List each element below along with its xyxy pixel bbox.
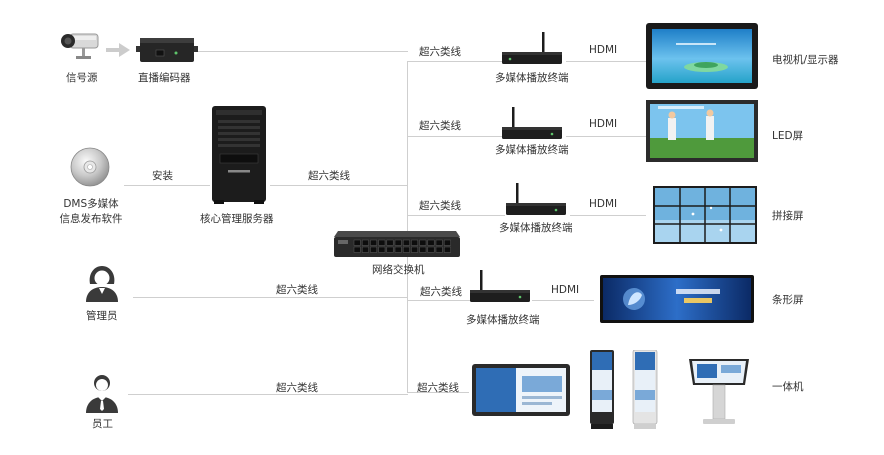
bar-screen-label: 条形屏 (772, 294, 804, 306)
player-label-4: 多媒体播放终端 (466, 314, 540, 326)
video-wall-icon (653, 186, 757, 244)
media-player-icon-1 (500, 32, 564, 68)
line-trunk-aio (407, 392, 469, 393)
line-hdmi-3 (570, 215, 646, 216)
edge-label-cat6-5: 超六类线 (417, 382, 459, 394)
disc-icon (70, 147, 110, 187)
core-server-label: 核心管理服务器 (200, 213, 274, 225)
media-player-icon-2 (500, 107, 564, 143)
line-trunk-player1 (407, 61, 502, 62)
player-label-3: 多媒体播放终端 (499, 222, 573, 234)
line-admin-trunk (133, 297, 408, 298)
server-tower-icon (210, 104, 268, 206)
media-player-icon-4 (468, 270, 532, 306)
line-server-switch (270, 185, 408, 186)
line-software-server (124, 185, 210, 186)
line-staff-trunk (128, 394, 408, 395)
live-encoder-label: 直播编码器 (138, 72, 191, 84)
edge-label-cat6-2: 超六类线 (419, 120, 461, 132)
player-label-2: 多媒体播放终端 (495, 144, 569, 156)
led-screen-icon (646, 100, 758, 162)
edge-label-cat6-1: 超六类线 (419, 46, 461, 58)
line-main-trunk (407, 61, 408, 393)
edge-label-cat6-4: 超六类线 (420, 286, 462, 298)
standing-kiosk-icon-1 (589, 350, 615, 430)
tv-display-icon (646, 23, 758, 89)
encoder-icon (136, 36, 198, 66)
staff-label: 员工 (92, 418, 113, 430)
all-in-one-label: 一体机 (772, 381, 804, 393)
touch-kiosk-icon (685, 355, 753, 427)
line-trunk-player4 (407, 300, 470, 301)
network-switch-label: 网络交换机 (372, 264, 425, 276)
camera-icon (58, 28, 100, 64)
tv-display-label: 电视机/显示器 (772, 54, 839, 66)
line-hdmi-2 (566, 136, 646, 137)
line-encoder-trunk (198, 51, 408, 52)
wall-kiosk-icon (472, 364, 570, 416)
edge-label-hdmi-2: HDMI (589, 118, 618, 130)
edge-label-cat6-server: 超六类线 (308, 170, 350, 182)
admin-person-icon (84, 264, 120, 302)
signal-source-label: 信号源 (66, 72, 98, 84)
led-screen-label: LED屏 (772, 130, 804, 142)
software-label-line1: DMS多媒体 (63, 198, 119, 210)
admin-label: 管理员 (86, 310, 118, 322)
arrow-right-icon (106, 43, 130, 57)
edge-label-hdmi-4: HDMI (551, 284, 580, 296)
standing-kiosk-icon-2 (632, 350, 658, 430)
media-player-icon-3 (504, 183, 568, 219)
edge-label-install: 安装 (152, 170, 173, 182)
bar-screen-icon (600, 275, 754, 323)
line-trunk-player2 (407, 136, 502, 137)
edge-label-hdmi-1: HDMI (589, 44, 618, 56)
network-switch-icon (332, 229, 462, 259)
edge-label-cat6-staff: 超六类线 (276, 382, 318, 394)
edge-label-cat6-admin: 超六类线 (276, 284, 318, 296)
edge-label-cat6-3: 超六类线 (419, 200, 461, 212)
line-hdmi-1 (566, 61, 646, 62)
staff-person-icon (84, 373, 120, 413)
software-label-line2: 信息发布软件 (59, 213, 123, 225)
video-wall-label: 拼接屏 (772, 210, 804, 222)
player-label-1: 多媒体播放终端 (495, 72, 569, 84)
line-trunk-player3 (407, 215, 505, 216)
line-hdmi-4 (532, 300, 594, 301)
edge-label-hdmi-3: HDMI (589, 198, 618, 210)
